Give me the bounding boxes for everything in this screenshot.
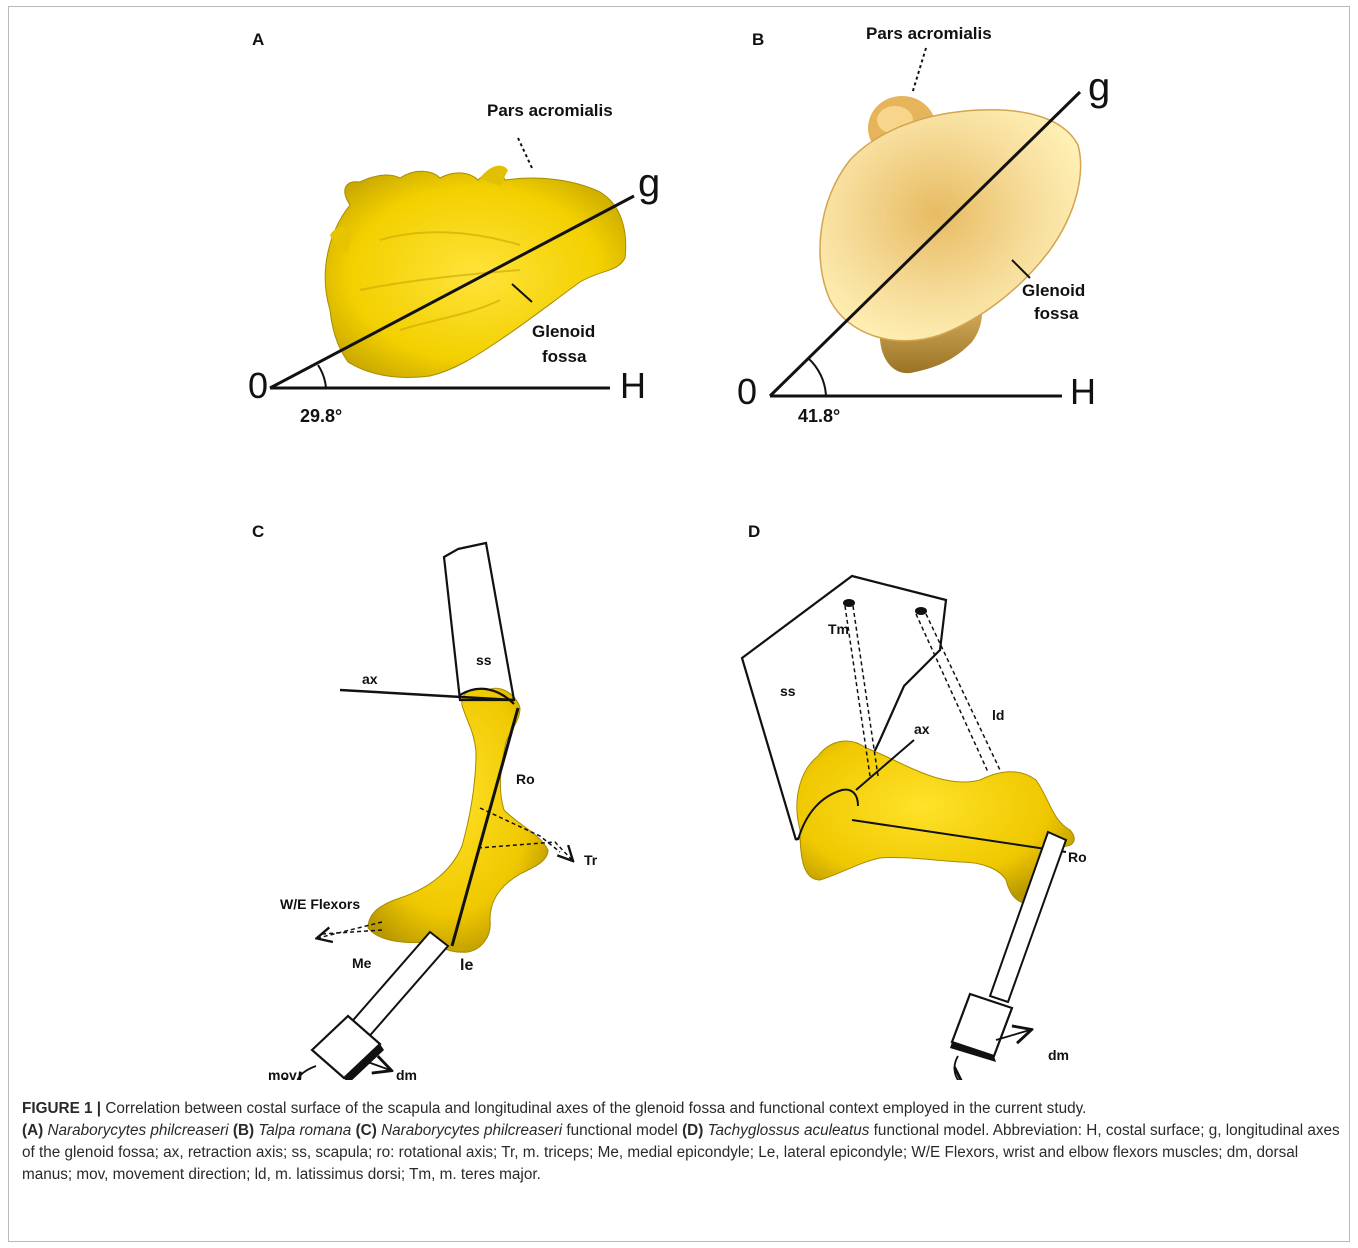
panel-b-angle-label: 41.8° <box>798 406 840 426</box>
panel-c-dm-label: dm <box>396 1067 417 1080</box>
panel-b-origin-label: 0 <box>737 371 757 412</box>
panel-c-tr-label: Tr <box>584 852 598 868</box>
panel-c-me-label: Me <box>352 955 372 971</box>
panel-a-origin-label: 0 <box>248 365 268 406</box>
panel-d-ss-label: ss <box>780 683 796 699</box>
panel-c: C ss ax Ro Tr W/E Flexors Me le mov dm <box>252 522 598 1080</box>
panel-d-ax-label: ax <box>914 721 930 737</box>
caption-intro: Correlation between costal surface of th… <box>101 1100 1086 1117</box>
panel-a-glenoid-label-2: fossa <box>542 347 587 366</box>
panel-a-letter: A <box>252 30 264 49</box>
caption-c-name: Naraborycytes philcreaseri <box>381 1122 562 1139</box>
panel-a-angle-label: 29.8° <box>300 406 342 426</box>
panel-b-glenoid-label-1: Glenoid <box>1022 281 1085 300</box>
caption-b-name: Talpa romana <box>258 1122 351 1139</box>
panel-b: B Pars acromialis Glenoid fossa 0 g H 41… <box>737 24 1110 426</box>
panel-c-forearm <box>348 932 448 1040</box>
panel-c-scapula-outline <box>444 543 514 700</box>
panel-a: A Pars acromialis Glenoid fossa 0 g H 29… <box>248 30 660 426</box>
panel-b-pars-leader <box>912 48 926 94</box>
figure-graphic: A Pars acromialis Glenoid fossa 0 g H 29… <box>0 0 1358 1080</box>
panel-c-ss-label: ss <box>476 652 492 668</box>
panel-c-letter: C <box>252 522 264 541</box>
panel-c-ro-label: Ro <box>516 771 535 787</box>
caption-a-tag: (A) <box>22 1122 43 1139</box>
panel-d: D Tm ss ld ax Ro dm mov <box>742 522 1087 1080</box>
panel-a-pars-leader <box>518 138 532 168</box>
panel-a-glenoid-label-1: Glenoid <box>532 322 595 341</box>
caption-figure-label: FIGURE 1 | <box>22 1100 101 1117</box>
panel-d-ro-label: Ro <box>1068 849 1087 865</box>
panel-c-mov-label: mov <box>268 1067 297 1080</box>
panel-c-le-label: le <box>460 957 473 974</box>
panel-b-g-label: g <box>1088 65 1110 109</box>
panel-a-pars-label: Pars acromialis <box>487 101 613 120</box>
panel-b-bone <box>820 96 1081 373</box>
panel-c-bone <box>368 688 548 952</box>
caption-c-tag: (C) <box>356 1122 377 1139</box>
panel-d-dm-label: dm <box>1048 1047 1069 1063</box>
panel-c-flexors-label: W/E Flexors <box>280 896 360 912</box>
panel-b-h-label: H <box>1070 371 1096 412</box>
panel-b-glenoid-label-2: fossa <box>1034 304 1079 323</box>
caption-d-tag: (D) <box>682 1122 703 1139</box>
caption-d-name: Tachyglossus aculeatus <box>708 1122 870 1139</box>
panel-a-angle-arc <box>318 365 326 388</box>
panel-a-h-label: H <box>620 365 646 406</box>
panel-d-ld-label: ld <box>992 707 1004 723</box>
panel-b-letter: B <box>752 30 764 49</box>
figure-caption: FIGURE 1 | Correlation between costal su… <box>22 1098 1340 1186</box>
panel-b-angle-arc <box>808 358 826 396</box>
caption-c-suffix: functional model <box>562 1122 682 1139</box>
panel-d-tm-label: Tm <box>828 621 849 637</box>
caption-a-name: Naraborycytes philcreaseri <box>48 1122 229 1139</box>
panel-d-letter: D <box>748 522 760 541</box>
panel-a-g-label: g <box>638 161 660 205</box>
panel-b-pars-label: Pars acromialis <box>866 24 992 43</box>
caption-b-tag: (B) <box>233 1122 254 1139</box>
panel-c-ax-label: ax <box>362 671 378 687</box>
panel-a-bone <box>325 166 626 378</box>
